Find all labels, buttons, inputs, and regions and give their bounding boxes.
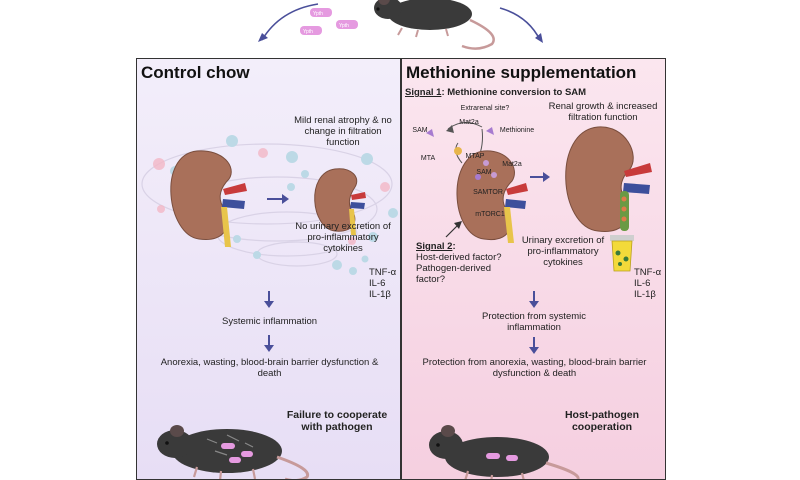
kidney-large-icon bbox=[170, 150, 247, 247]
urine-cup-icon bbox=[610, 235, 634, 272]
right-cytokine-tnf: TNF-α bbox=[634, 267, 662, 278]
right-cytokine-il1b: IL-1β bbox=[634, 289, 656, 300]
failure-conclusion: Failure to cooperate with pathogen bbox=[286, 409, 388, 433]
renal-atrophy-note: Mild renal atrophy & no change in filtra… bbox=[294, 115, 392, 148]
pill-label: Ypth bbox=[313, 11, 323, 17]
left-panel-graphics bbox=[141, 135, 398, 479]
pill-group bbox=[300, 8, 358, 35]
left-cytokine-tnf: TNF-α bbox=[369, 267, 397, 278]
signal1-label: Signal 1 bbox=[405, 87, 442, 98]
left-outcome-text: Anorexia, wasting, blood-brain barrier d… bbox=[160, 357, 379, 379]
left-down-arrow-icon bbox=[264, 291, 274, 308]
right-down-arrow-icon bbox=[529, 337, 539, 354]
right-cytokine-il6: IL-6 bbox=[634, 278, 651, 289]
left-kidney-arrow-icon bbox=[267, 194, 289, 204]
left-down-arrow-icon bbox=[264, 335, 274, 352]
methionine-title: Methionine supplementation bbox=[406, 63, 637, 82]
sam-inner-label: SAM bbox=[476, 169, 492, 176]
mat2a-inner-label: Mat2a bbox=[502, 161, 522, 168]
extrarenal-label: Extrarenal site? bbox=[460, 105, 510, 112]
methionine-label: Methionine bbox=[499, 127, 535, 134]
mat2a-label: Mat2a bbox=[459, 119, 479, 126]
right-kidney-arrow-icon bbox=[530, 172, 550, 182]
mta-label: MTA bbox=[420, 155, 436, 162]
no-excretion-note: No urinary excretion of pro-inflammatory… bbox=[295, 221, 391, 254]
signal2-block: Signal 2: bbox=[416, 241, 456, 252]
systemic-inflammation-text: Systemic inflammation bbox=[221, 316, 318, 327]
kidney-grown-icon bbox=[565, 126, 652, 232]
cooperation-conclusion: Host-pathogen cooperation bbox=[564, 409, 640, 433]
pill-label: Ypth bbox=[339, 23, 349, 29]
excretion-note: Urinary excretion of pro-inflammatory cy… bbox=[521, 235, 605, 268]
mtap-label: MTAP bbox=[465, 153, 485, 160]
mtorc1-label: mTORC1 bbox=[475, 211, 505, 218]
signal2-label: Signal 2 bbox=[416, 241, 453, 252]
molecule-glyphs bbox=[426, 127, 497, 180]
methionine-panel: Methionine supplementation Signal 1: Met… bbox=[401, 58, 666, 480]
signal1-line: Signal 1: Methionine conversion to SAM bbox=[405, 87, 665, 98]
top-right-arrow-icon bbox=[499, 7, 541, 41]
signal2-text: Host-derived factor? Pathogen-derived fa… bbox=[416, 252, 502, 285]
control-chow-title: Control chow bbox=[141, 63, 250, 82]
sam-label: SAM bbox=[412, 127, 428, 134]
pill-label: Ypth bbox=[303, 29, 313, 35]
right-down-arrow-icon bbox=[529, 291, 539, 308]
samtor-label: SAMTOR bbox=[473, 189, 503, 196]
top-illustration: Ypth Ypth Ypth bbox=[258, 0, 543, 50]
left-cytokine-il6: IL-6 bbox=[369, 278, 386, 289]
kidney-small-icon bbox=[314, 168, 366, 235]
left-cytokine-il1b: IL-1β bbox=[369, 289, 391, 300]
signal2-arrow-icon bbox=[445, 221, 462, 238]
healthy-mouse-icon bbox=[429, 425, 580, 479]
right-panel-graphics bbox=[426, 122, 652, 479]
top-left-arrow-icon bbox=[261, 3, 319, 41]
control-chow-panel: Control chow Mild renal atrophy & no cha… bbox=[136, 58, 401, 480]
kidney-signalling-icon bbox=[456, 150, 528, 243]
cytokine-dots bbox=[153, 135, 398, 275]
protection-inflammation-text: Protection from systemic inflammation bbox=[482, 311, 586, 333]
protection-outcome-text: Protection from anorexia, wasting, blood… bbox=[422, 357, 647, 379]
top-mouse-icon bbox=[374, 0, 495, 50]
sick-mouse-icon bbox=[157, 425, 310, 479]
renal-growth-note: Renal growth & increased filtration func… bbox=[548, 101, 658, 123]
inflammation-swirl bbox=[141, 143, 393, 267]
signal1-text: : Methionine conversion to SAM bbox=[441, 87, 587, 98]
